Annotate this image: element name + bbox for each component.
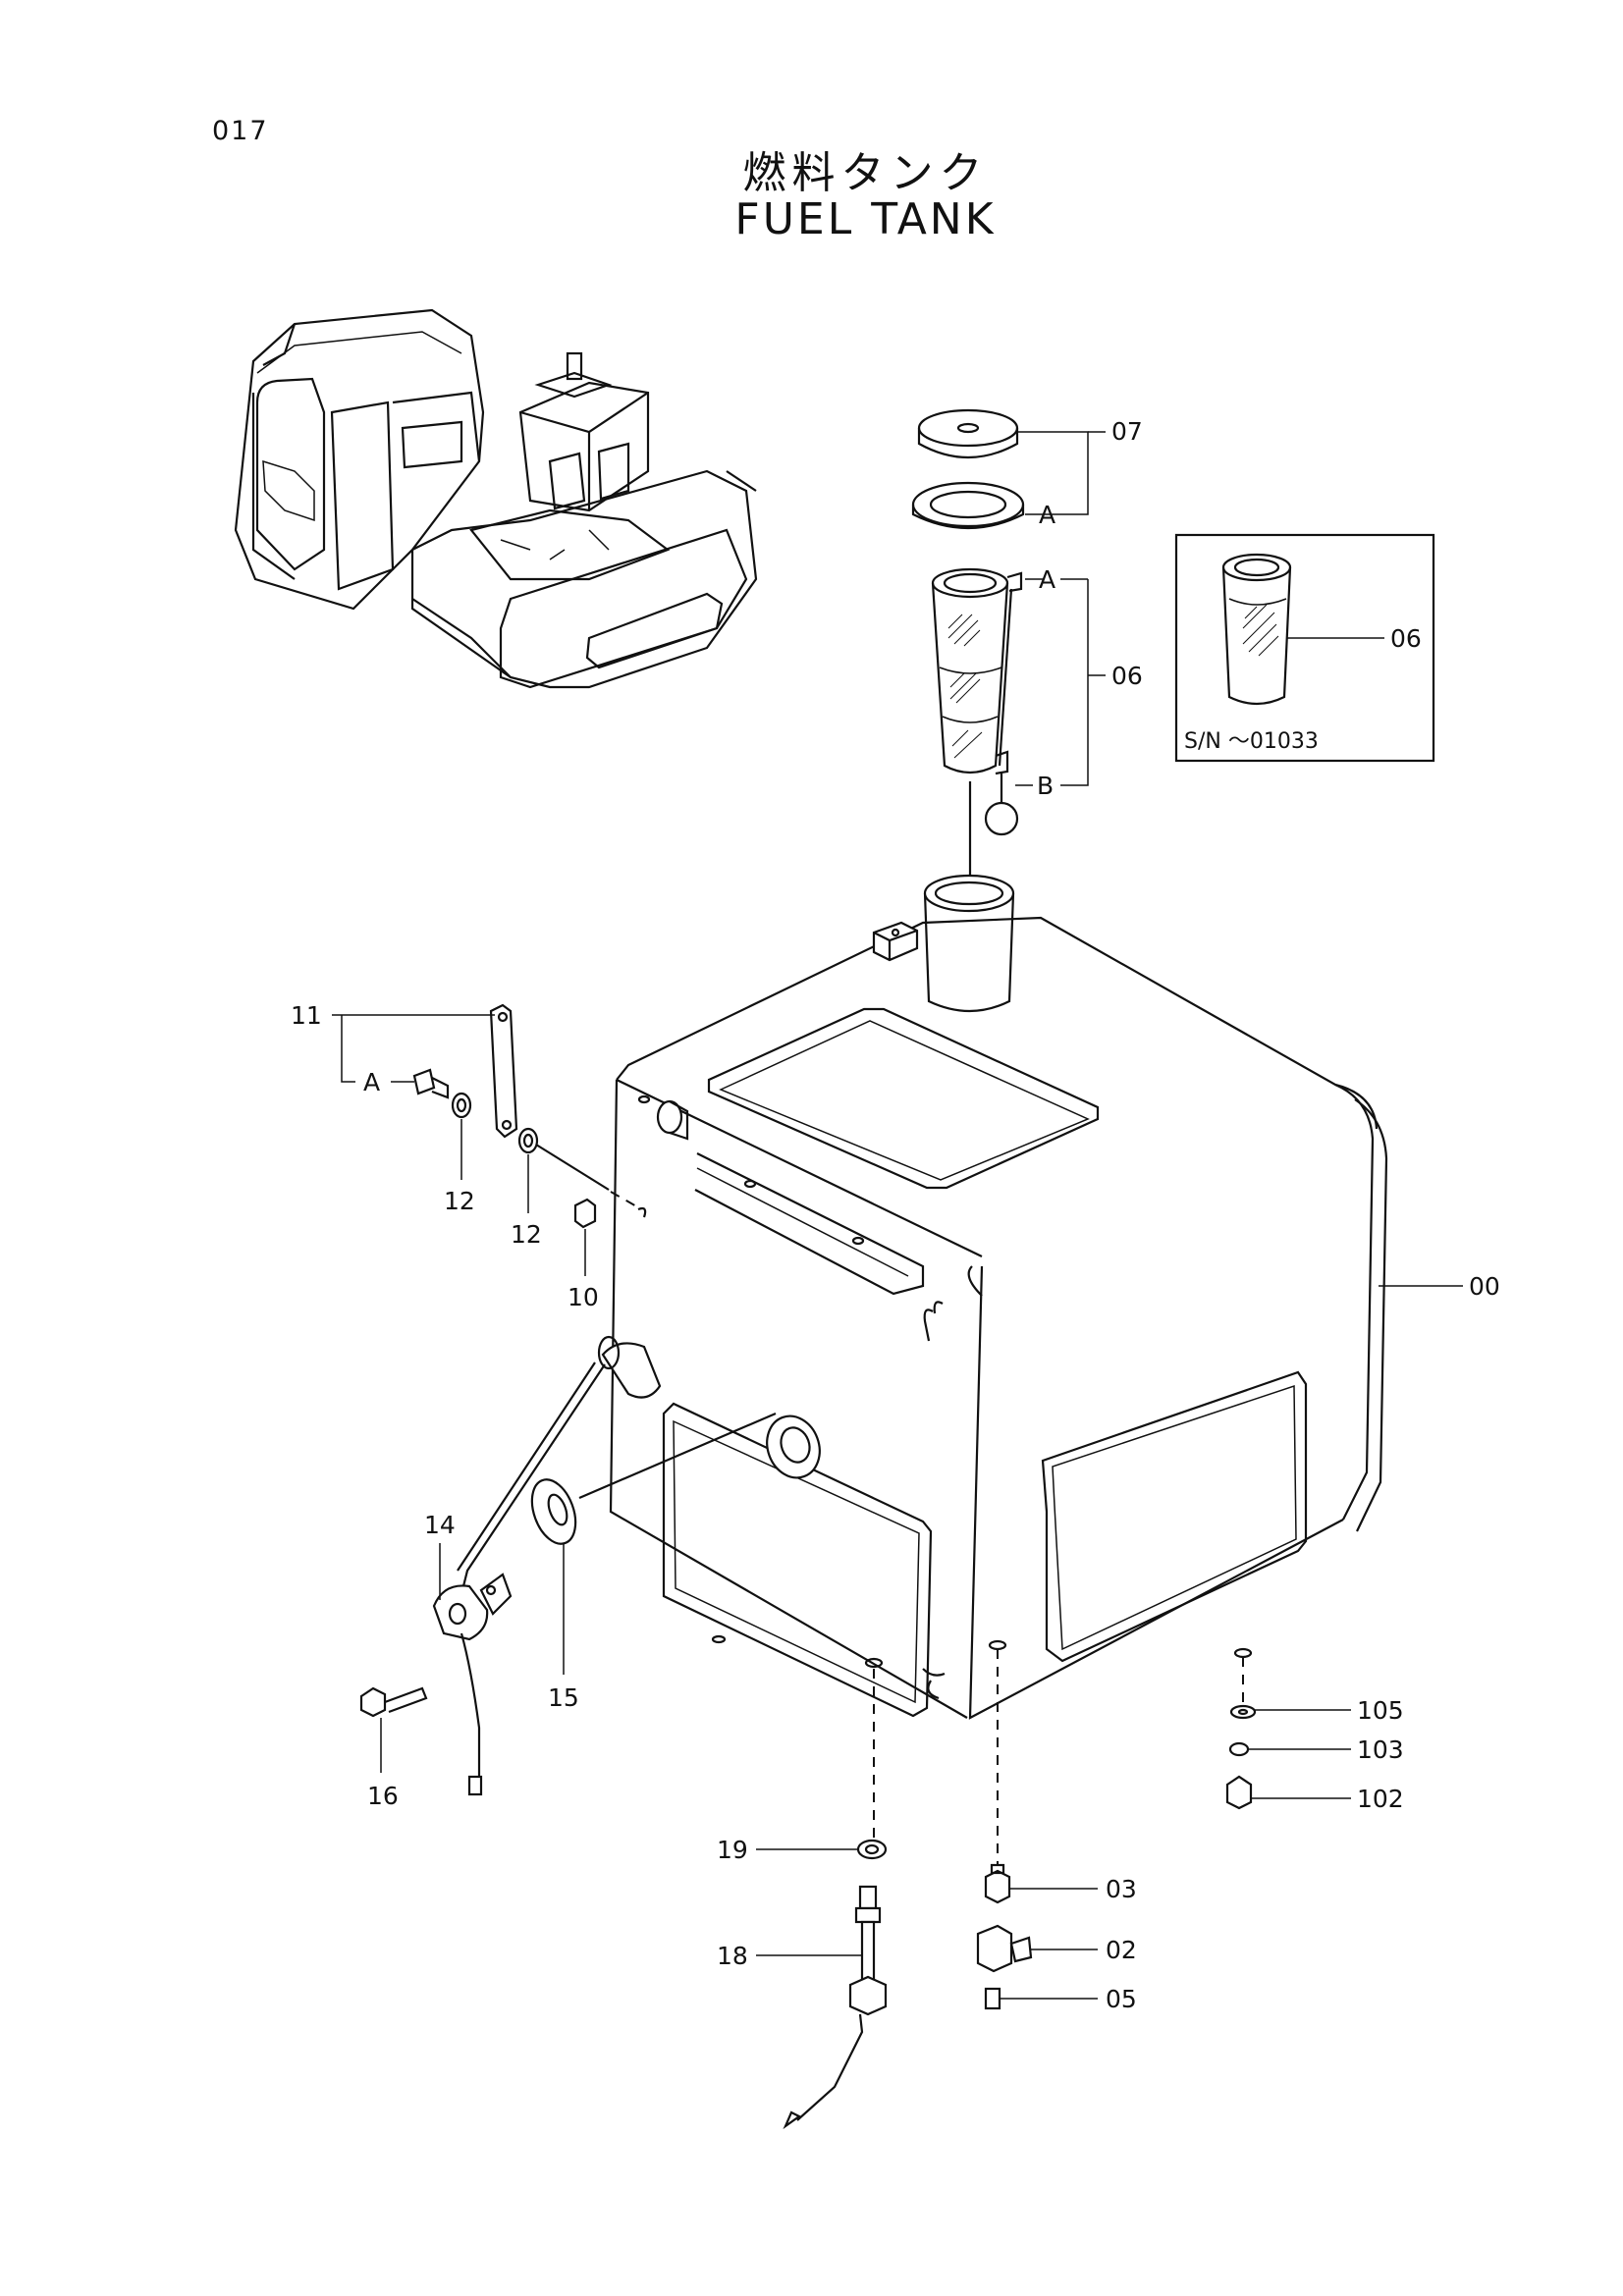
- callout-B: B: [1037, 772, 1054, 800]
- fuel-level-sender-part-14: [359, 1335, 662, 1796]
- drain-assembly-parts: [783, 1649, 1257, 2130]
- callout-03: 03: [1106, 1875, 1137, 1903]
- callout-A-strainer: A: [1039, 565, 1055, 594]
- callout-11: 11: [291, 1001, 322, 1030]
- gasket-part-15: [530, 1412, 821, 1545]
- callout-leader-lines: [332, 431, 1463, 2000]
- callout-06: 06: [1111, 662, 1143, 690]
- title-english: FUEL TANK: [734, 194, 997, 244]
- callout-10: 10: [568, 1283, 599, 1311]
- callout-labels: 07 A A 06 B 11 A 12 12 10 00 14 15 16 19…: [291, 417, 1500, 2013]
- callout-15: 15: [548, 1683, 579, 1712]
- fuel-cap-part-07: [911, 408, 1025, 529]
- callout-02: 02: [1106, 1936, 1137, 1964]
- callout-05: 05: [1106, 1985, 1137, 2013]
- callout-18: 18: [717, 1942, 748, 1970]
- callout-105: 105: [1357, 1696, 1404, 1725]
- page-number: 017: [212, 116, 269, 146]
- callout-A-gasket: A: [1039, 501, 1055, 529]
- fuel-tank-body-part-00: [609, 874, 1388, 1720]
- bracket-part-11: [412, 1003, 647, 1229]
- callout-103: 103: [1357, 1735, 1404, 1764]
- callout-12-right: 12: [511, 1220, 542, 1249]
- callout-16: 16: [367, 1782, 399, 1810]
- fuel-strainer-part-06: [931, 567, 1023, 836]
- inset-serial-note: S/N ～01033: [1184, 729, 1319, 754]
- callout-A-bracket: A: [363, 1068, 380, 1096]
- callout-14: 14: [424, 1511, 456, 1539]
- excavator-locator-illustration: [234, 308, 758, 689]
- callout-12-left: 12: [444, 1187, 475, 1215]
- callout-00: 00: [1469, 1272, 1500, 1301]
- callout-19: 19: [717, 1836, 748, 1864]
- callout-07: 07: [1111, 417, 1143, 446]
- inset-callout-06: 06: [1390, 624, 1422, 653]
- callout-102: 102: [1357, 1785, 1404, 1813]
- title-japanese: 燃料タンク: [742, 148, 989, 198]
- inset-early-serial-strainer: [1174, 533, 1435, 763]
